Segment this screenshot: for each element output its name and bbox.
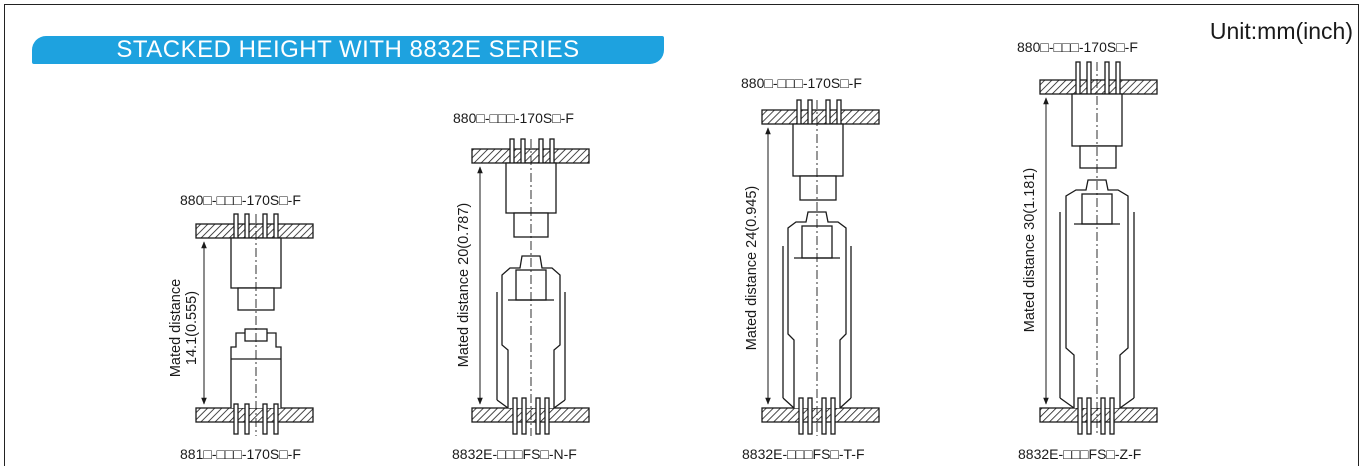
upper-board <box>1039 79 1158 95</box>
drawing-frame <box>4 4 1359 466</box>
bottom-part-number: 8832E-□□□FS□-N-F <box>452 446 577 462</box>
dimension-label: Mated distance 30(1.181) <box>1022 168 1038 332</box>
page-title: STACKED HEIGHT WITH 8832E SERIES <box>116 36 580 63</box>
dimension-label-line2: 14.1(0.555) <box>184 291 200 365</box>
lower-board <box>1039 407 1158 423</box>
lower-pins <box>512 397 550 435</box>
lower-board <box>471 407 590 423</box>
plug-tip <box>1079 145 1117 169</box>
bottom-part-number: 881□-□□□-170S□-F <box>180 446 301 462</box>
assembly-4 <box>1039 61 1158 436</box>
plug-body <box>505 162 557 214</box>
dimension-label: Mated distance 20(0.787) <box>456 203 472 367</box>
unit-label: Unit:mm(inch) <box>1209 18 1353 44</box>
lower-pins <box>1077 397 1115 435</box>
assembly-1 <box>195 213 314 436</box>
top-part-number: 880□-□□□-170S□-F <box>180 192 301 208</box>
plug-body <box>230 237 282 289</box>
plug-body <box>792 123 844 177</box>
assembly-3 <box>761 99 880 436</box>
assembly-2 <box>471 138 590 436</box>
dimension-label: Mated distance 24(0.945) <box>744 186 760 350</box>
lower-pins <box>798 397 836 435</box>
bottom-part-number: 8832E-□□□FS□-T-F <box>742 446 865 462</box>
bottom-part-number: 8832E-□□□FS□-Z-F <box>1018 446 1141 462</box>
upper-board <box>471 148 590 164</box>
lower-board <box>195 407 314 423</box>
receptacle-body <box>1065 179 1129 408</box>
plug-tip <box>799 175 837 201</box>
lower-board <box>761 407 880 423</box>
top-part-number: 880□-□□□-170S□-F <box>1017 39 1138 55</box>
lower-pins <box>233 403 279 435</box>
top-part-number: 880□-□□□-170S□-F <box>453 110 574 126</box>
upper-board <box>195 223 314 239</box>
upper-board <box>761 109 880 125</box>
top-part-number: 880□-□□□-170S□-F <box>741 75 862 91</box>
title-banner <box>32 36 664 64</box>
dimension-label-line1: Mated distance <box>168 279 184 377</box>
